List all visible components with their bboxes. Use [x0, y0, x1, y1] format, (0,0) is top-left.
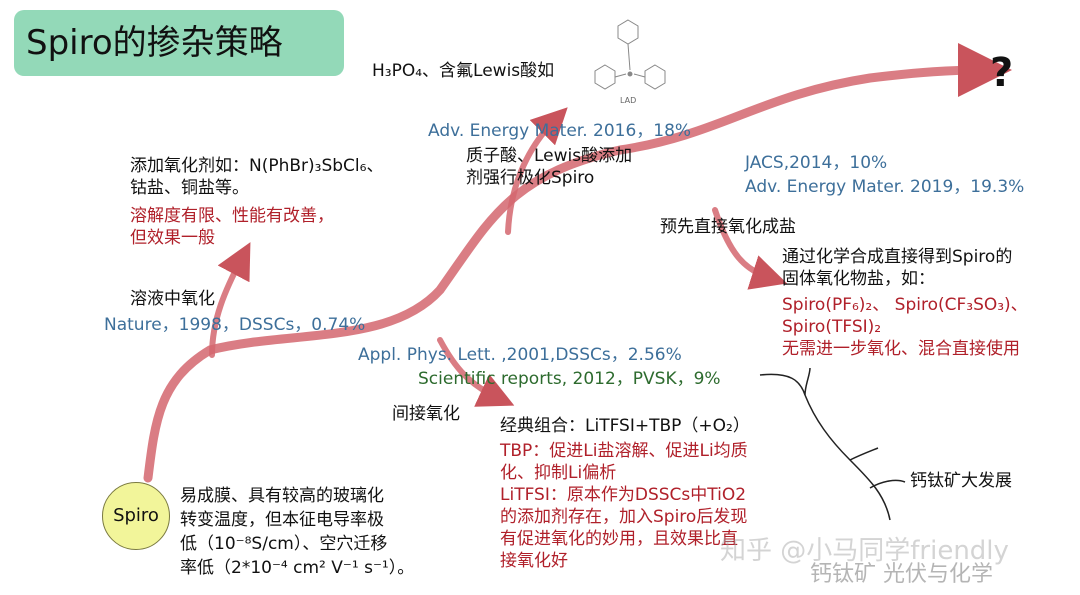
- salt-reference-2: Adv. Energy Mater. 2019，19.3%: [745, 177, 1025, 197]
- indirect-branch-arrow: [437, 337, 515, 407]
- salt-desc-red: Spiro(PF₆)₂、 Spiro(CF₃SO₃)、 Spiro(TFSI)₂…: [782, 294, 1028, 360]
- salt-desc-black: 通过化学合成直接得到Spiro的 固体氧化物盐，如：: [782, 246, 1012, 290]
- future-question-mark: ?: [990, 50, 1014, 96]
- salt-desc-line: 通过化学合成直接得到Spiro的: [782, 247, 1013, 267]
- solution-oxidation-label: 溶液中氧化: [130, 289, 215, 309]
- lad-molecule-drawing: [594, 19, 666, 90]
- indirect-note-line: 接氧化好: [500, 551, 568, 571]
- solution-desc-red: 溶解度有限、性能有改善， 但效果一般: [130, 205, 334, 249]
- acid-desc-line: 剂强行极化Spiro: [466, 168, 595, 188]
- salt-note-line: Spiro(TFSI)₂: [782, 317, 882, 337]
- solution-desc-line: 添加氧化剂如：N(PhBr)₃SbCl₆、: [130, 156, 384, 176]
- spiro-desc-line: 转变温度，但本征电导率极: [180, 510, 384, 530]
- indirect-note-line: 化、抑制Li偏析: [500, 463, 617, 483]
- lad-label: LAD: [620, 96, 637, 105]
- indirect-note-line: LiTFSI：原本作为DSSCs中TiO2: [500, 485, 747, 505]
- salt-desc-line: 固体氧化物盐，如：: [782, 269, 935, 289]
- acid-description: 质子酸、Lewis酸添加 剂强行极化Spiro: [466, 145, 632, 189]
- spiro-node: Spiro: [102, 482, 170, 550]
- solution-note-line: 但效果一般: [130, 228, 215, 248]
- solution-desc-line: 钴盐、铜盐等。: [130, 178, 249, 198]
- page-title: Spiro的掺杂策略: [14, 10, 344, 76]
- spiro-desc-line: 低（10⁻⁸S/cm）、空穴迁移: [180, 534, 388, 554]
- acid-desc-line: 质子酸、Lewis酸添加: [466, 146, 633, 166]
- indirect-note-line: 的添加剂存在，加入Spiro后发现: [500, 507, 748, 527]
- perovskite-development-label: 钙钛矿大发展: [910, 471, 1012, 491]
- indirect-desc-red: TBP：促进Li盐溶解、促进Li均质 化、抑制Li偏析 LiTFSI：原本作为D…: [500, 440, 748, 572]
- acid-branch-arrow: [505, 107, 568, 235]
- salt-branch-arrow: [712, 207, 788, 290]
- spiro-description: 易成膜、具有较高的玻璃化 转变温度，但本征电导率极 低（10⁻⁸S/cm）、空穴…: [180, 484, 414, 580]
- solution-reference: Nature，1998，DSSCs，0.74%: [104, 315, 366, 335]
- classic-combination: 经典组合：LiTFSI+TBP（+O₂）: [500, 416, 750, 436]
- perovskite-branch-lines: [759, 367, 906, 521]
- spiro-desc-line: 率低（2*10⁻⁴ cm² V⁻¹ s⁻¹）。: [180, 558, 415, 578]
- salt-reference-1: JACS,2014，10%: [745, 153, 888, 173]
- salt-branch-label: 预先直接氧化成盐: [660, 217, 796, 237]
- indirect-reference-2: Scientific reports, 2012，PVSK，9%: [418, 369, 721, 389]
- spiro-desc-line: 易成膜、具有较高的玻璃化: [180, 486, 384, 506]
- solution-desc-black: 添加氧化剂如：N(PhBr)₃SbCl₆、 钴盐、铜盐等。: [130, 155, 383, 199]
- watermark-zhihu: 知乎 @小马同学friendly: [720, 536, 1009, 566]
- salt-note-line: Spiro(PF₆)₂、 Spiro(CF₃SO₃)、: [782, 295, 1028, 315]
- acid-top-text: H₃PO₄、含氟Lewis酸如: [372, 61, 555, 81]
- indirect-note-line: 有促进氧化的妙用，且效果比直: [500, 529, 738, 549]
- indirect-note-line: TBP：促进Li盐溶解、促进Li均质: [500, 441, 748, 461]
- watermark-wechat: 钙钛矿 光伏与化学: [810, 562, 993, 587]
- solution-branch-arrow: [209, 242, 251, 358]
- indirect-oxidation-label: 间接氧化: [392, 404, 460, 424]
- salt-note-line: 无需进一步氧化、混合直接使用: [782, 339, 1020, 359]
- solution-note-line: 溶解度有限、性能有改善，: [130, 206, 334, 226]
- acid-reference: Adv. Energy Mater. 2016，18%: [428, 121, 692, 141]
- indirect-reference-1: Appl. Phys. Lett. ,2001,DSSCs，2.56%: [358, 345, 682, 365]
